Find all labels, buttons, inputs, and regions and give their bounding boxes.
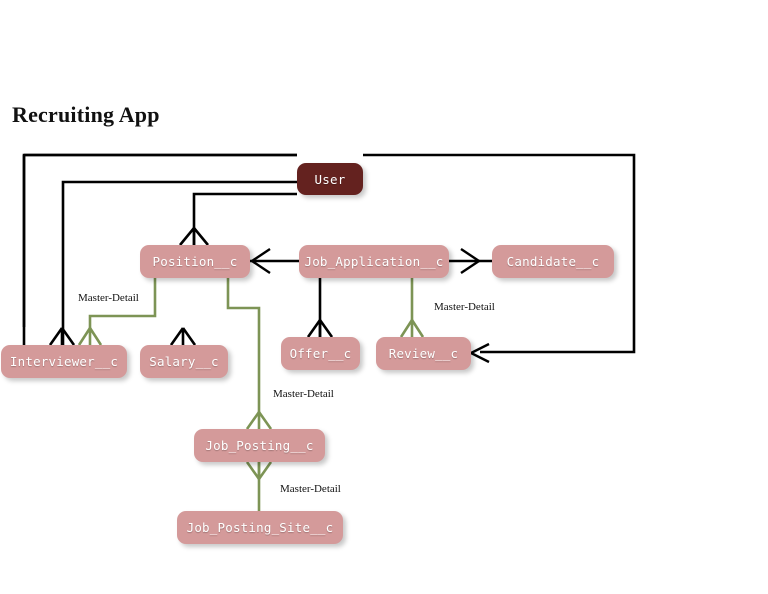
node-review[interactable]: Review__c [376, 337, 471, 370]
edge-label-master-detail-1: Master-Detail [78, 292, 139, 304]
edge-label-master-detail-4: Master-Detail [280, 483, 341, 495]
crowsfoot-interviewer-position [77, 327, 103, 346]
edge-user-salary [61, 180, 297, 345]
node-interviewer[interactable]: Interviewer__c [1, 345, 127, 378]
node-job-posting-site-label: Job_Posting_Site__c [186, 520, 334, 535]
edge-position-interviewer [88, 278, 157, 328]
edge-user-review [363, 153, 636, 354]
page-title: Recruiting App [12, 102, 160, 127]
node-offer[interactable]: Offer__c [281, 337, 360, 370]
node-job-application[interactable]: Job_Application__c [299, 245, 449, 278]
node-job-posting-site[interactable]: Job_Posting_Site__c [177, 511, 343, 544]
crowsfoot-salary-user [169, 327, 197, 346]
arrowhead-candidate [460, 248, 482, 274]
crowsfoot-offer-jobapp [306, 319, 334, 338]
crowsfoot-position-user [178, 227, 210, 246]
node-position[interactable]: Position__c [140, 245, 250, 278]
edge-user-position [192, 192, 297, 245]
node-salary-label: Salary__c [149, 354, 219, 369]
node-job-posting-label: Job_Posting__c [205, 438, 314, 453]
arrowhead-position [249, 248, 271, 274]
node-position-label: Position__c [152, 254, 238, 269]
node-offer-label: Offer__c [289, 346, 352, 361]
arrowhead-review [468, 342, 490, 364]
node-user-label: User [314, 171, 346, 187]
edge-position-jobposting [226, 278, 261, 412]
node-review-label: Review__c [388, 346, 459, 361]
crowsfoot-jobposting-position [245, 411, 273, 430]
node-candidate[interactable]: Candidate__c [492, 245, 614, 278]
crowsfoot-interviewer-user [48, 327, 76, 346]
edge-label-master-detail-3: Master-Detail [273, 388, 334, 400]
node-interviewer-label: Interviewer__c [9, 354, 119, 369]
node-candidate-label: Candidate__c [506, 254, 600, 269]
crowsfoot-jobpostingsite-jobposting [245, 461, 273, 480]
crowsfoot-review-jobapp [399, 319, 425, 338]
node-job-posting[interactable]: Job_Posting__c [194, 429, 325, 462]
node-job-application-label: Job_Application__c [304, 254, 444, 269]
edge-label-master-detail-2: Master-Detail [434, 301, 495, 313]
node-user[interactable]: User [297, 163, 363, 195]
node-salary[interactable]: Salary__c [140, 345, 228, 378]
